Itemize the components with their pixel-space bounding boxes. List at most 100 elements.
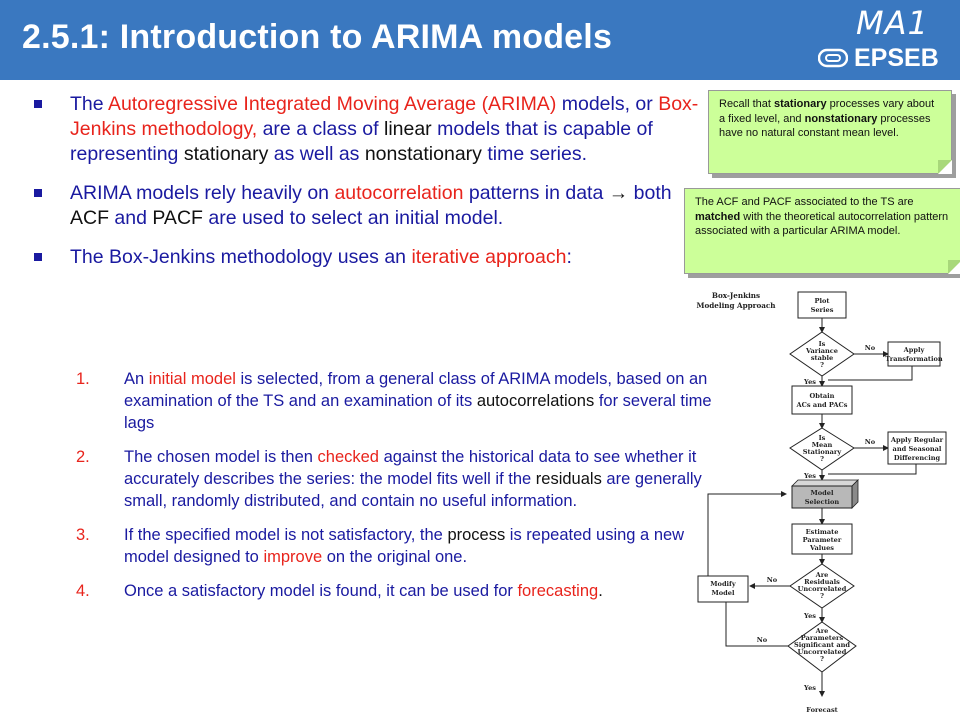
- box-jenkins-flowchart: Box-Jenkins Modeling Approach: [692, 286, 952, 716]
- text-run: The ACF and PACF associated to the TS ar…: [695, 196, 914, 208]
- text-run: are generally small, randomly distribute…: [124, 470, 702, 510]
- residuals-label: Are: [815, 571, 829, 579]
- item-number: 1.: [76, 370, 90, 388]
- text-run: is selected, from a general class of ARI…: [124, 370, 708, 410]
- flowchart-title-2: Modeling Approach: [696, 301, 776, 310]
- text-run: →: [608, 182, 629, 204]
- numbered-item: 4.Once a satisfactory model is found, it…: [72, 580, 712, 602]
- text-run: If the specified model is not satisfacto…: [124, 526, 448, 544]
- residuals-label: ?: [820, 592, 824, 600]
- text-run: The Box-Jenkins methodology uses an: [70, 246, 412, 268]
- text-run: against the historical data to see wheth…: [124, 448, 697, 488]
- text-run: time series.: [481, 143, 588, 165]
- model-selection-box: [791, 485, 853, 509]
- apply-transformation-label: Apply: [903, 346, 925, 354]
- text-run: and: [109, 207, 153, 229]
- text-run: Autoregressive Integrated Moving Average…: [107, 93, 557, 115]
- text-run: .: [598, 582, 603, 600]
- text-run: stationary: [774, 98, 827, 110]
- mean-stationary-diamond: [789, 427, 855, 471]
- text-run: are a class of: [257, 118, 384, 140]
- apply-transformation-box: [887, 341, 941, 367]
- text-run: nonstationary: [364, 143, 482, 165]
- no-label: No: [767, 576, 778, 584]
- note-acf-pacf-text: The ACF and PACF associated to the TS ar…: [695, 195, 951, 239]
- text-run: matched: [695, 210, 741, 223]
- text-run: models, or: [556, 93, 659, 115]
- square-bullet-icon: [34, 253, 42, 261]
- text-run: stationary: [183, 143, 269, 165]
- note-acf-pacf: The ACF and PACF associated to the TS ar…: [684, 188, 960, 274]
- variance-stable-diamond: [789, 331, 855, 377]
- variance-stable-label: Is: [819, 340, 826, 348]
- text-run: models that is capable of representing: [70, 118, 653, 165]
- estimate-params-label: Values: [809, 544, 834, 552]
- modify-model-label: Modify: [710, 580, 736, 588]
- numbered-list: 1.An initial model is selected, from a g…: [72, 368, 712, 614]
- bullet-item: The Autoregressive Integrated Moving Ave…: [30, 92, 710, 167]
- text-run: processes vary about a fixed level, and: [719, 98, 935, 125]
- params-label: ?: [820, 655, 824, 663]
- text-run: Box-Jenkins methodology,: [70, 93, 699, 140]
- item-number: 3.: [76, 526, 90, 544]
- flowchart-title-1: Box-Jenkins: [712, 291, 760, 300]
- params-label: Are: [815, 627, 829, 635]
- modify-model-box: [697, 575, 749, 603]
- text-run: Recall that: [719, 98, 775, 110]
- apply-differencing-box: [887, 431, 947, 465]
- text-run: process: [447, 526, 506, 544]
- epseb-emblem-icon: [818, 48, 848, 68]
- text-run: The chosen model is then: [124, 448, 318, 466]
- text-run: PACF: [152, 207, 203, 229]
- obtain-acfs-label: ACs and PACs: [796, 401, 848, 409]
- yes-label: Yes: [803, 378, 816, 386]
- text-run: on the original one.: [322, 548, 468, 566]
- obtain-acfs-box: [791, 385, 853, 415]
- epseb-logo-text: EPSEB: [854, 44, 939, 72]
- mean-stationary-label: Stationary: [803, 448, 842, 456]
- obtain-acfs-label: Obtain: [810, 392, 835, 400]
- bullet-item: ARIMA models rely heavily on autocorrela…: [30, 181, 710, 231]
- plot-series-label: Plot: [815, 297, 831, 305]
- no-label: No: [757, 636, 768, 644]
- estimate-params-label: Estimate: [806, 528, 839, 536]
- note-fold-icon: [948, 260, 960, 274]
- square-bullet-icon: [34, 189, 42, 197]
- mean-stationary-label: Is: [819, 434, 826, 442]
- text-run: checked: [317, 448, 379, 466]
- text-run: with the theoretical autocorrelation pat…: [695, 210, 949, 238]
- text-run: Once a satisfactory model is found, it c…: [124, 582, 518, 600]
- modify-model-label: Model: [711, 589, 735, 597]
- model-selection-label: Model: [810, 489, 834, 497]
- no-label: No: [865, 344, 876, 352]
- yes-label: Yes: [803, 684, 816, 692]
- square-bullet-icon: [34, 100, 42, 108]
- variance-stable-label: stable: [811, 354, 833, 362]
- flowchart-svg: Box-Jenkins Modeling Approach: [696, 291, 947, 714]
- model-selection-label: Selection: [805, 498, 840, 506]
- estimate-params-label: Parameter: [803, 536, 842, 544]
- note-fold-icon: [938, 160, 952, 174]
- apply-differencing-label: and Seasonal: [893, 445, 942, 453]
- yes-label: Yes: [803, 612, 816, 620]
- title-bar: 2.5.1: Introduction to ARIMA models MA1 …: [0, 0, 960, 80]
- text-run: ACF: [70, 207, 109, 229]
- numbered-item: 1.An initial model is selected, from a g…: [72, 368, 712, 434]
- plot-series-label: Series: [811, 306, 834, 314]
- residuals-uncorrelated-diamond: [789, 563, 855, 609]
- text-run: initial model: [148, 370, 236, 388]
- text-run: patterns in data: [463, 182, 609, 204]
- ma1-logo: MA1: [856, 4, 929, 42]
- mean-stationary-label: ?: [820, 455, 824, 463]
- text-run: both: [628, 182, 672, 204]
- text-run: :: [566, 246, 572, 268]
- bullet-list: The Autoregressive Integrated Moving Ave…: [30, 92, 710, 284]
- text-run: iterative approach: [411, 246, 567, 268]
- variance-stable-label: ?: [820, 361, 824, 369]
- params-label: Significant and: [794, 641, 850, 649]
- note-stationary: Recall that stationary processes vary ab…: [708, 90, 952, 174]
- residuals-label: Residuals: [804, 578, 840, 586]
- residuals-label: Uncorrelated: [798, 585, 847, 593]
- epseb-logo: EPSEB: [818, 42, 956, 76]
- text-run: ARIMA models rely heavily on: [70, 182, 335, 204]
